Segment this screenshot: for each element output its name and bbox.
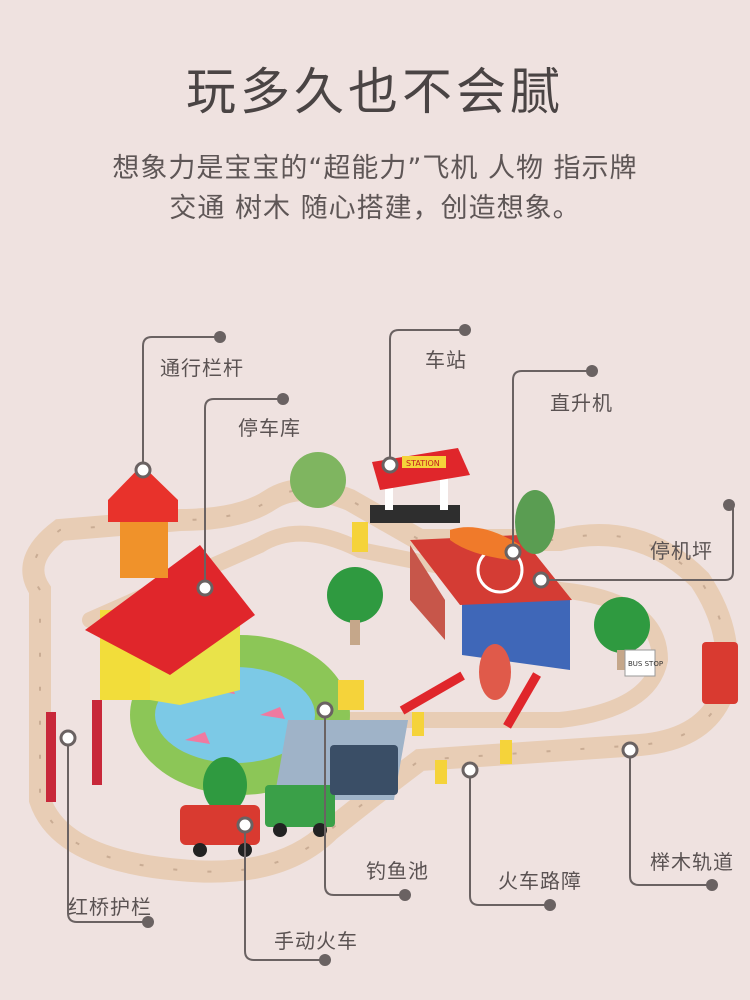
callout-label-helipad: 停机坪 [650,539,713,563]
callout-label-train: 手动火车 [274,929,358,953]
callout-label-pond: 钓鱼池 [366,859,429,883]
toy-train [180,745,398,857]
red-bridge-rail-left [46,712,56,802]
garage-house [85,545,255,705]
subtitle-line-2: 交通 树木 随心搭建，创造想象。 [169,193,581,224]
red-bus [702,642,738,704]
red-bridge-rail-right [92,700,102,785]
callout-lines [67,329,734,961]
callout-label-crossing: 火车路障 [498,869,582,893]
headline: 玩多久也不会腻 [186,63,564,121]
callout-label-barrier: 通行栏杆 [160,356,244,380]
callout-label-station: 车站 [425,348,467,372]
bus-stop-sign: BUS STOP [628,660,663,668]
callout-dots [59,324,735,966]
station-sign: STATION [406,459,440,468]
barrier-tower [108,465,178,578]
subtitle-line-1: 想象力是宝宝的“超能力”飞机 人物 指示牌 [112,153,638,184]
callout-label-bridge-rail: 红桥护栏 [68,895,152,919]
trees [203,452,650,813]
callout-label-helicopter: 直升机 [550,391,613,415]
callout-label-track: 榉木轨道 [650,850,734,874]
callout-label-garage: 停车库 [238,416,301,440]
station: STATION [370,448,470,523]
